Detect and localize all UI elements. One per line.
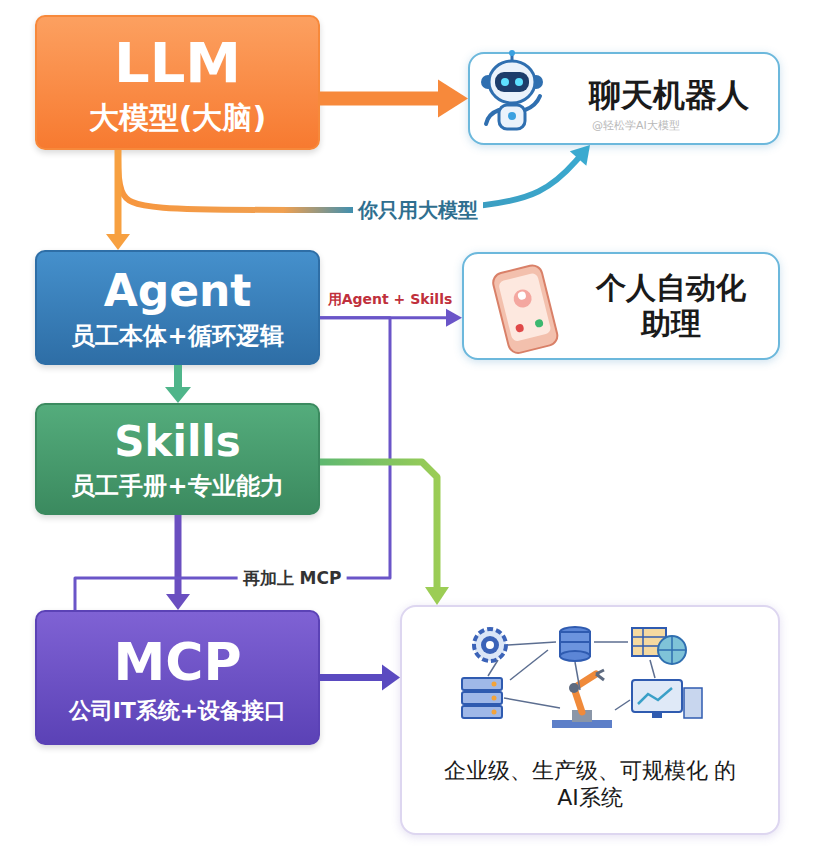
node-title: Agent xyxy=(104,265,252,318)
node-title: MCP xyxy=(113,631,241,693)
result-box: 个人自动化 助理 xyxy=(462,252,780,360)
connector-line xyxy=(115,150,122,239)
thick-arrow xyxy=(320,80,468,118)
arrow xyxy=(320,309,462,327)
agent-box: Agent 员工本体+循环逻辑 xyxy=(35,250,320,365)
connector-line xyxy=(320,674,387,681)
elbow-line xyxy=(75,318,390,610)
edge-label: 用Agent + Skills xyxy=(323,291,458,309)
arrow-head xyxy=(570,145,590,166)
arrow-head xyxy=(382,665,400,691)
skills-box: Skills 员工手册+专业能力 xyxy=(35,403,320,515)
arrow xyxy=(106,150,130,250)
mcp-box: MCP 公司IT系统+设备接口 xyxy=(35,610,320,745)
enterprise-illustration xyxy=(462,627,702,728)
robot-icon xyxy=(481,50,543,129)
connector-line xyxy=(118,150,582,210)
arrow xyxy=(165,365,191,403)
node-subtitle: 员工手册+专业能力 xyxy=(71,472,283,501)
watermark: @轻松学AI大模型 xyxy=(592,118,680,133)
connector-line xyxy=(175,515,182,599)
edge-label: 你只用大模型 xyxy=(353,197,483,224)
node-title: 个人自动化 助理 xyxy=(586,270,756,342)
model-box: LLM 大模型(大脑) xyxy=(35,15,320,150)
result-box: 企业级、生产级、可规模化 的AI系统 xyxy=(400,605,780,835)
arrow-head xyxy=(165,387,191,403)
connector-line xyxy=(320,92,447,106)
arrow-head xyxy=(446,309,462,327)
connector-line xyxy=(174,365,182,392)
phone-icon xyxy=(491,263,559,355)
arrow xyxy=(320,665,400,691)
edge-label: 再加上 MCP xyxy=(238,567,347,590)
node-subtitle: 大模型(大脑) xyxy=(89,100,266,136)
arrow-head xyxy=(425,587,449,605)
arrow-head xyxy=(166,594,190,610)
node-title: Skills xyxy=(114,417,240,467)
node-title: 聊天机器人 xyxy=(589,76,749,114)
node-subtitle: 公司IT系统+设备接口 xyxy=(69,698,287,724)
arrow xyxy=(166,515,190,610)
connector-line xyxy=(320,316,451,319)
arrow-head xyxy=(438,80,468,118)
arrow-head xyxy=(106,234,130,250)
connector-line xyxy=(75,318,390,610)
node-subtitle: 员工本体+循环逻辑 xyxy=(71,322,283,351)
node-title: LLM xyxy=(114,29,241,96)
node-title: 企业级、生产级、可规模化 的AI系统 xyxy=(440,758,740,811)
